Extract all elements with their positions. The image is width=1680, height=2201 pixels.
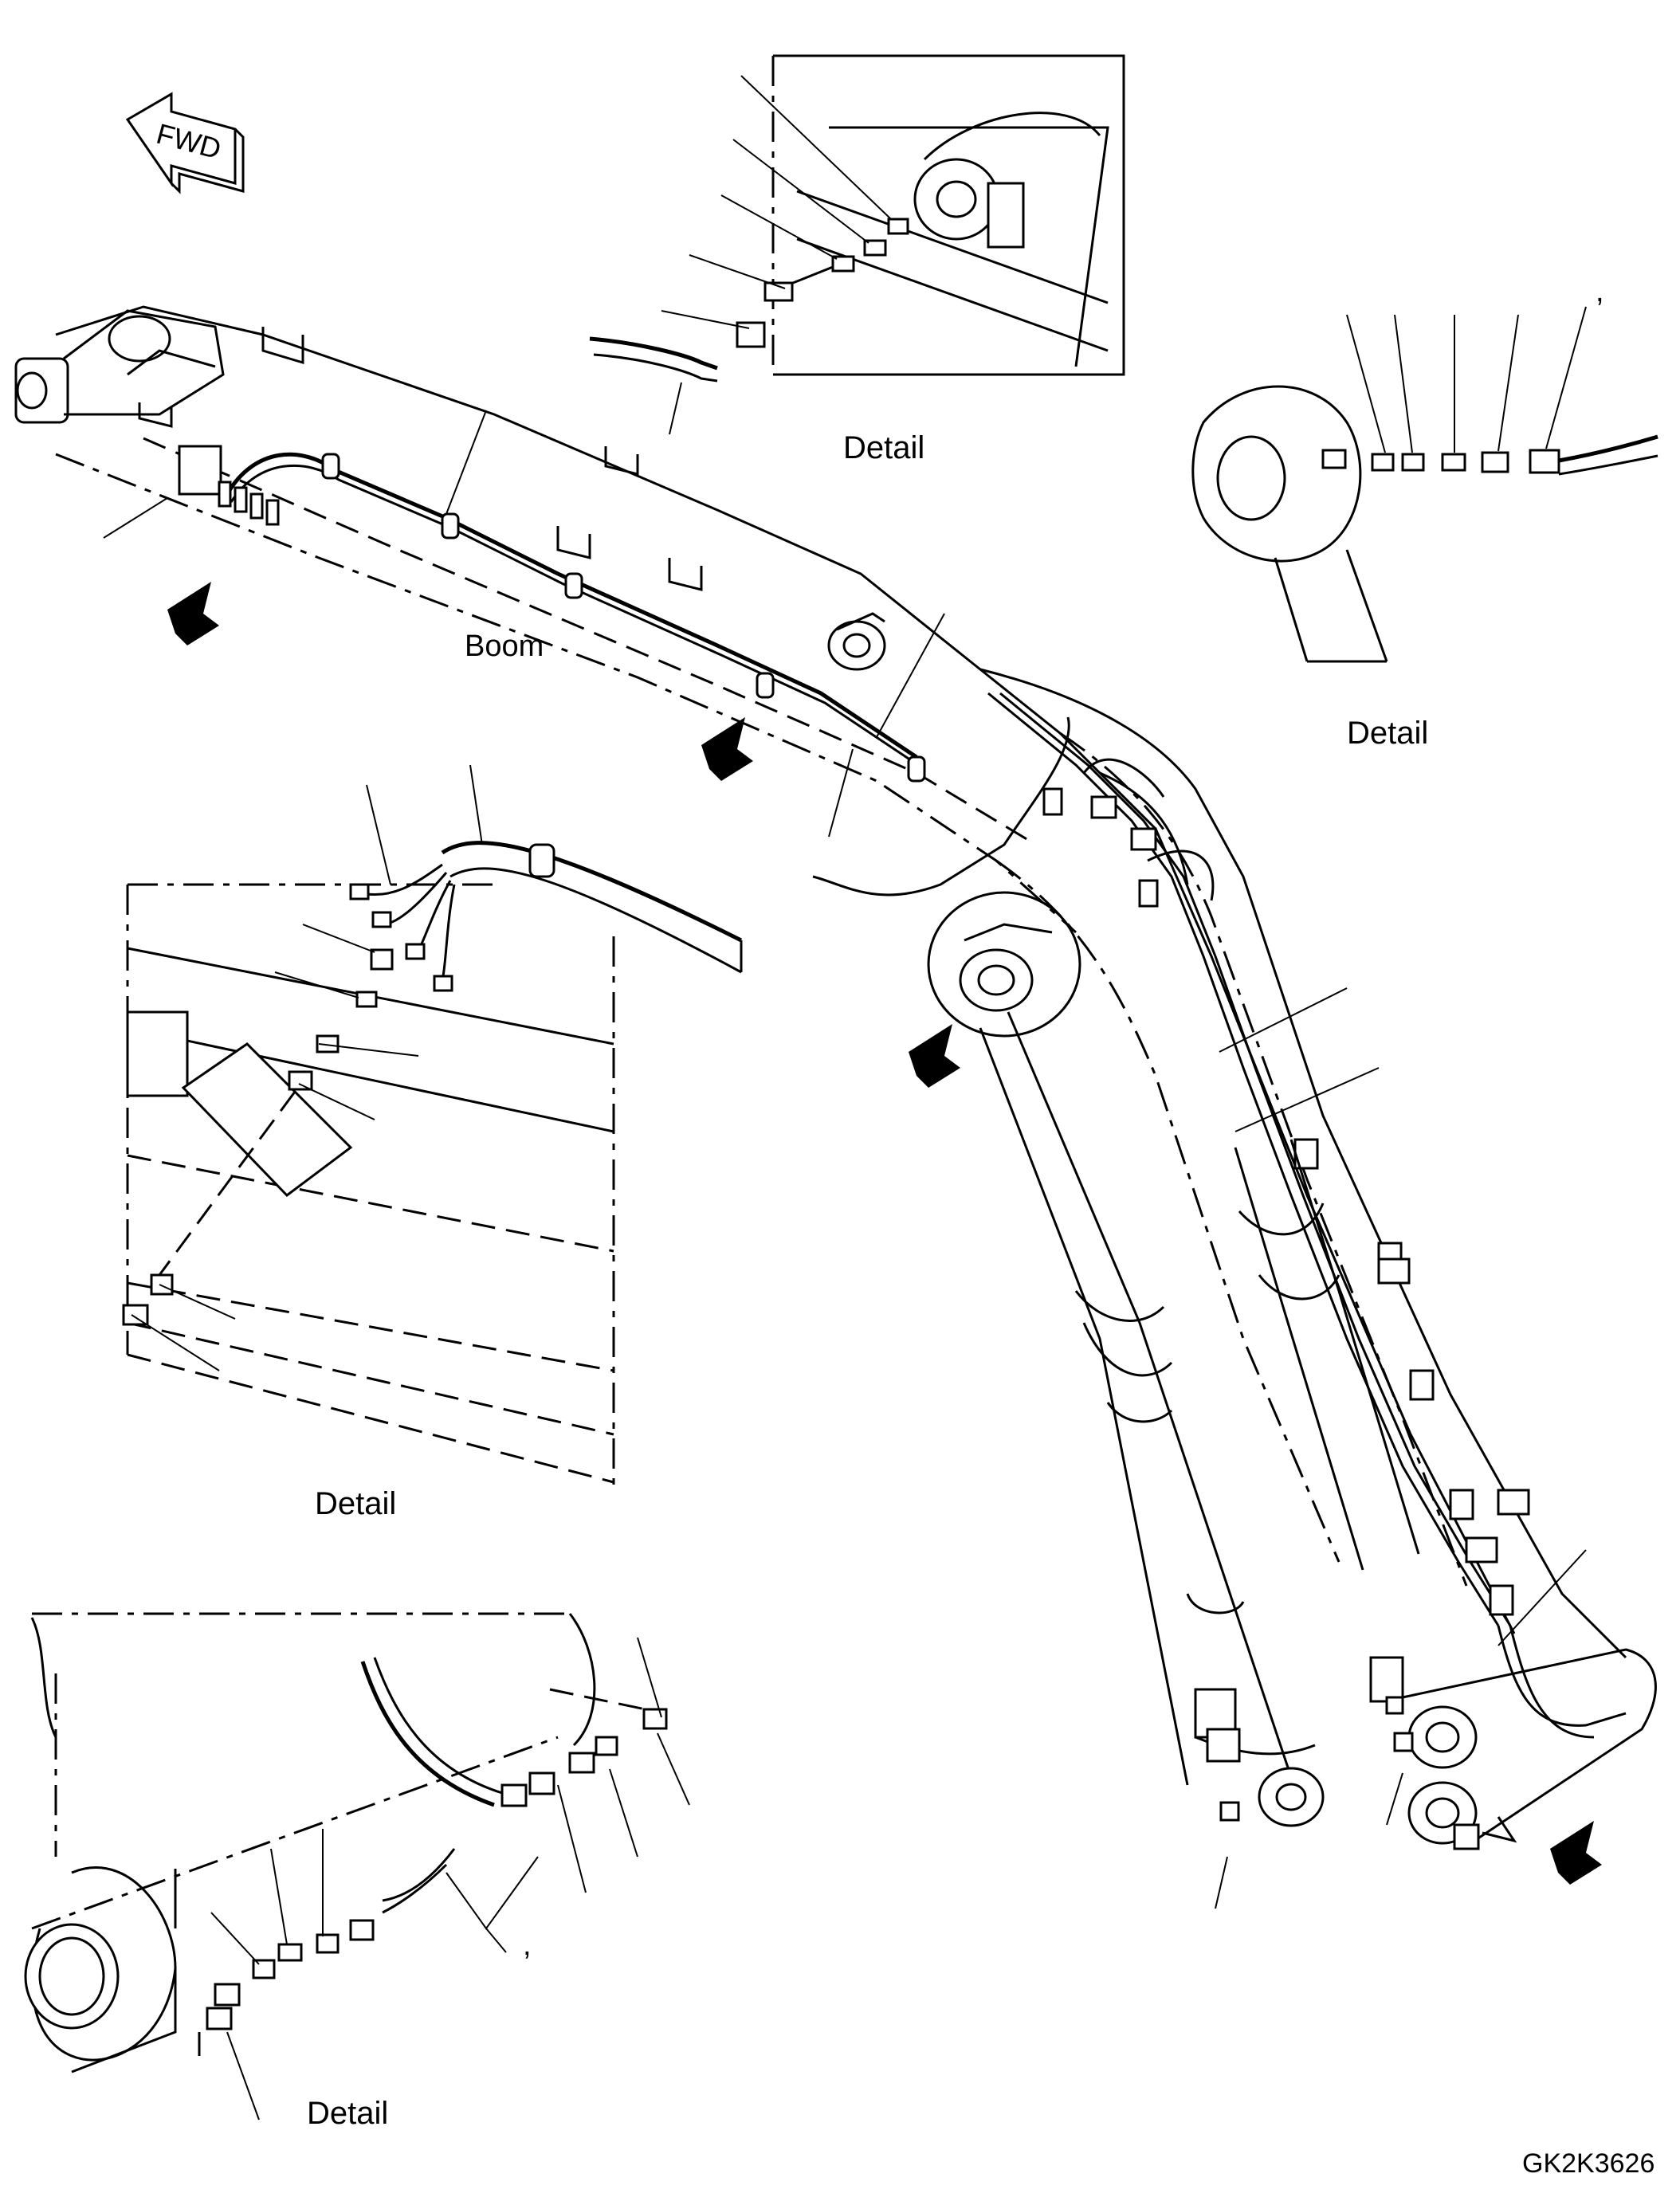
- fwd-direction-arrow-icon: FWD: [125, 92, 245, 194]
- detail-label-right: Detail: [1347, 716, 1429, 751]
- view-arrow-icon: [909, 1024, 960, 1088]
- detail-top-center-view: [589, 54, 1125, 435]
- arm-foot-pin: [927, 758, 1165, 1038]
- drawing-code: GK2K3626: [1522, 2148, 1655, 2179]
- arm-outline: [979, 668, 1657, 1850]
- detail-left-middle-view: [122, 764, 743, 1490]
- view-arrow-icon: [1550, 1821, 1602, 1885]
- arm-grease-hose: [812, 692, 1627, 1752]
- comma-mark-bottom: ,: [523, 1928, 532, 1962]
- detail-label-top-center: Detail: [843, 430, 925, 465]
- detail-label-bottom-left: Detail: [307, 2096, 389, 2131]
- detail-right-view: [1191, 306, 1658, 663]
- boom-outline: [14, 305, 1157, 934]
- arm-cylinder: [959, 923, 1325, 1827]
- boom-label: Boom: [465, 630, 544, 663]
- detail-bottom-left-view: [24, 1612, 690, 2121]
- detail-label-left-middle: Detail: [315, 1486, 397, 1521]
- boom-grease-hose: [218, 452, 926, 783]
- view-arrow-icon: [167, 582, 219, 645]
- view-arrow-icon: [701, 717, 753, 781]
- bucket-cylinder: [1234, 1139, 1530, 1571]
- comma-mark-right: ,: [1596, 275, 1604, 308]
